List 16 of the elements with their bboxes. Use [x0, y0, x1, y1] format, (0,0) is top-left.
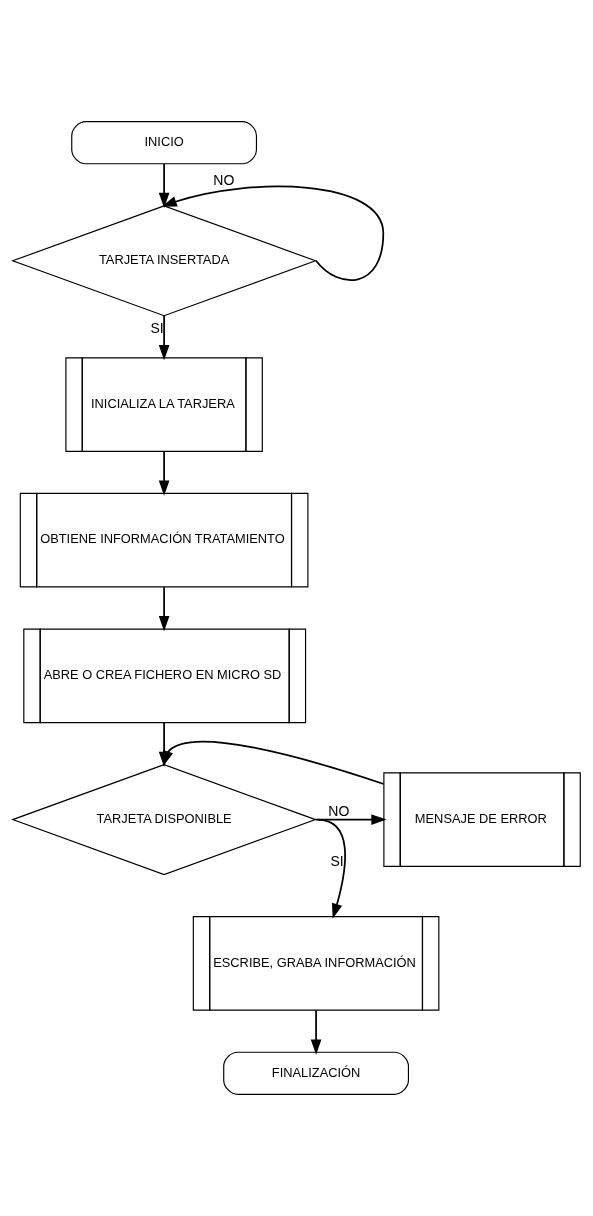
- node-box: FINALIZACIÓN: [223, 1051, 410, 1095]
- arrow: [161, 185, 385, 281]
- edge-label: NO: [328, 802, 350, 819]
- arrow: [316, 818, 346, 919]
- arrow: [310, 1009, 322, 1055]
- edge-label: NO: [213, 172, 235, 189]
- arrow: [162, 740, 385, 785]
- edge-label: SI: [330, 853, 344, 870]
- arrow: [314, 814, 387, 825]
- arrow: [158, 314, 170, 361]
- node-diamond: TARJETA DISPONIBLE: [11, 764, 318, 876]
- node-box: INICIO: [71, 121, 258, 165]
- arrow: [158, 450, 170, 496]
- arrow: [158, 586, 170, 632]
- node-diamond: TARJETA INSERTADA: [11, 205, 318, 317]
- edge-label: SI: [150, 319, 164, 336]
